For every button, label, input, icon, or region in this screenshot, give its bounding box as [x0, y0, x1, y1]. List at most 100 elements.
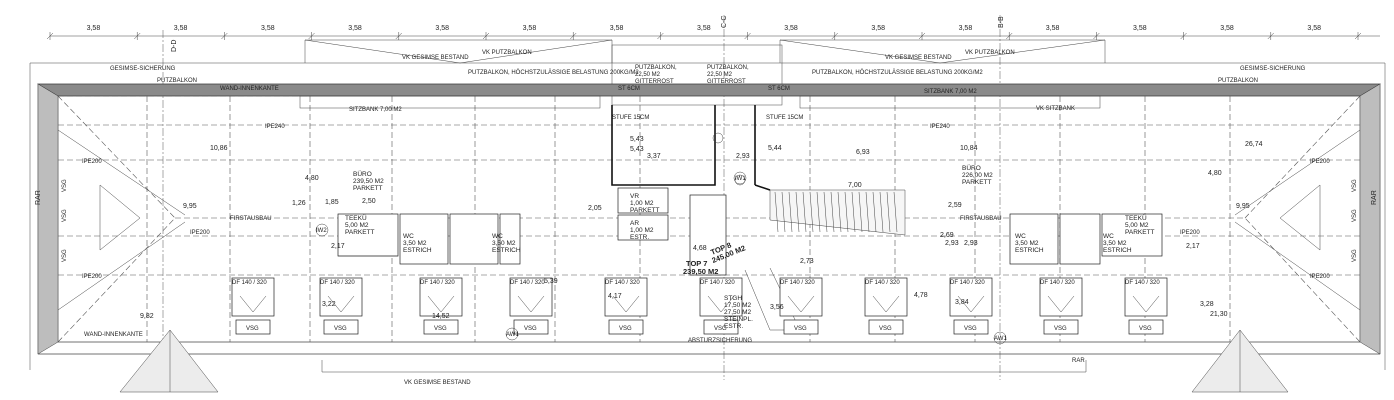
- df-label: DF 140 / 320: [1040, 280, 1075, 286]
- vsg-label: VSG: [334, 326, 347, 332]
- dimension-value: 5,43: [630, 136, 644, 143]
- wand-innenkante-bottom: WAND-INNENKANTE: [84, 332, 143, 338]
- vsg-side-labels: VSG VSG VSG VSG VSG VSG: [62, 179, 1358, 262]
- svg-text:VSG: VSG: [62, 249, 68, 262]
- central-core: [611, 105, 906, 331]
- svg-text:STEINPL.: STEINPL.: [724, 316, 753, 323]
- vsg-label: VSG: [619, 326, 632, 332]
- df-label: DF 140 / 320: [232, 280, 267, 286]
- top-dim-14: 3,58: [1307, 25, 1321, 32]
- room-wc-1: WC 3,50 M2 ESTRICH: [403, 233, 432, 254]
- df-label: DF 140 / 320: [420, 280, 455, 286]
- dimension-value: 5,43: [630, 146, 644, 153]
- svg-text:PARKETT: PARKETT: [962, 179, 992, 186]
- svg-text:239,50 M2: 239,50 M2: [353, 178, 384, 185]
- vsg-label: VSG: [1139, 326, 1152, 332]
- svg-text:FIRSTAUSBAU: FIRSTAUSBAU: [960, 216, 1002, 222]
- svg-text:IPE200: IPE200: [1180, 230, 1200, 236]
- vk-gesimse-bestand-bottom: VK GESIMSE BESTAND: [404, 380, 471, 386]
- top-dim-1: 3,58: [174, 25, 188, 32]
- svg-text:PUTZBALKON,: PUTZBALKON,: [635, 65, 677, 71]
- rar-right: RAR: [1371, 190, 1378, 205]
- putzbalkon-load-right: PUTZBALKON, HÖCHSTZULÄSSIGE BELASTUNG 20…: [812, 69, 983, 76]
- putzbalkon-label-right: PUTZBALKON: [1218, 78, 1258, 84]
- room-buero-right: BÜRO 226,00 M2 PARKETT: [962, 164, 993, 186]
- vsg-label: VSG: [1054, 326, 1067, 332]
- room-wc-2: WC 3,50 M2 ESTRICH: [492, 233, 521, 254]
- dimension-value: 7,00: [848, 182, 862, 189]
- balcony-right: PUTZBALKON, 22,50 M2 GITTERROST: [707, 65, 749, 85]
- svg-text:WC: WC: [403, 233, 414, 240]
- df-label: DF 140 / 320: [780, 280, 815, 286]
- st-cm-left: ST 6CM: [618, 86, 640, 92]
- svg-text:IPE200: IPE200: [190, 230, 210, 236]
- wet-core-left: [337, 213, 521, 265]
- svg-text:239,50 M2: 239,50 M2: [683, 267, 718, 276]
- st-cm-right: ST 6CM: [768, 86, 790, 92]
- room-top7: TOP 7 239,50 M2: [683, 259, 718, 276]
- svg-text:27,50 M2: 27,50 M2: [724, 309, 751, 316]
- df-label: DF 140 / 320: [510, 280, 545, 286]
- beams: IPE200 IPE200 IPE200 IPE200 IPE200 IPE20…: [58, 124, 1360, 280]
- vsg-label: VSG: [524, 326, 537, 332]
- dimension-value: 9,82: [140, 313, 154, 320]
- dimension-value: 4,68: [693, 245, 707, 252]
- svg-text:TEEKÜ: TEEKÜ: [1125, 214, 1147, 222]
- svg-text:IW2: IW2: [316, 228, 327, 234]
- svg-text:1,00 M2: 1,00 M2: [630, 200, 654, 207]
- top-dim-11: 3,58: [1046, 25, 1060, 32]
- dimension-value: 3,56: [770, 304, 784, 311]
- svg-text:PUTZBALKON,: PUTZBALKON,: [707, 65, 749, 71]
- svg-text:PARKETT: PARKETT: [630, 207, 660, 214]
- dimension-value: 2,93: [964, 240, 978, 247]
- top-dim-7: 3,58: [697, 25, 711, 32]
- svg-text:TEEKÜ: TEEKÜ: [345, 214, 367, 222]
- vsg-label: VSG: [879, 326, 892, 332]
- putzbalkon-label-left: PUTZBALKON: [157, 78, 197, 84]
- vsg-label: VSG: [434, 326, 447, 332]
- dimension-value: 3,22: [322, 301, 336, 308]
- svg-text:TOP 7: TOP 7: [686, 259, 707, 268]
- vsg-label: VSG: [794, 326, 807, 332]
- svg-text:3,50 M2: 3,50 M2: [403, 240, 427, 247]
- vsg-label: VSG: [246, 326, 259, 332]
- svg-text:AR: AR: [630, 220, 639, 227]
- svg-text:IPE200: IPE200: [82, 159, 102, 165]
- top-dim-5: 3,58: [523, 25, 537, 32]
- dimension-value: 4,80: [305, 175, 319, 182]
- section-mark-cc: C-C: [721, 16, 728, 28]
- vk-gesimse-bestand-right: VK GESIMSE BESTAND: [885, 55, 952, 61]
- dimension-value: 2,93: [945, 240, 959, 247]
- svg-text:ESTR.: ESTR.: [630, 234, 649, 241]
- svg-text:ESTRICH: ESTRICH: [403, 247, 432, 254]
- svg-text:WC: WC: [492, 233, 503, 240]
- svg-text:ESTRICH: ESTRICH: [1015, 247, 1044, 254]
- svg-text:PARKETT: PARKETT: [353, 185, 383, 192]
- putzbalkon-load-left: PUTZBALKON, HÖCHSTZULÄSSIGE BELASTUNG 20…: [468, 69, 639, 76]
- dimension-value: 2,73: [800, 258, 814, 265]
- wand-innenkante-top: WAND-INNENKANTE: [220, 86, 279, 92]
- sitzbank-left: SITZBANK 7,00 M2: [349, 107, 402, 113]
- dimension-value: 4,80: [1208, 170, 1222, 177]
- svg-text:22,50 M2: 22,50 M2: [635, 72, 661, 78]
- svg-text:WC: WC: [1103, 233, 1114, 240]
- top-dim-10: 3,58: [959, 25, 973, 32]
- svg-text:VSG: VSG: [1352, 249, 1358, 262]
- svg-text:17,50 M2: 17,50 M2: [724, 302, 751, 309]
- svg-text:3,50 M2: 3,50 M2: [492, 240, 516, 247]
- dimension-value: 21,30: [1210, 311, 1228, 318]
- gesimse-sicherung-left: GESIMSE-SICHERUNG: [110, 66, 176, 72]
- dimension-value: 14,52: [432, 313, 450, 320]
- sitzbank-right: SITZBANK 7,00 M2: [924, 89, 977, 95]
- dimension-value: 10,86: [210, 145, 228, 152]
- vk-putzbalkon-left: VK PUTZBALKON: [482, 50, 532, 56]
- top-dim-13: 3,58: [1220, 25, 1234, 32]
- dimension-value: 5,44: [768, 145, 782, 152]
- top-dim-3: 3,58: [348, 25, 362, 32]
- dimension-value: 4,17: [608, 293, 622, 300]
- df-label: DF 140 / 320: [605, 280, 640, 286]
- svg-text:IPE200: IPE200: [82, 274, 102, 280]
- dimension-value: 6,93: [856, 149, 870, 156]
- dimension-value: 9,95: [1236, 203, 1250, 210]
- df-label: DF 140 / 320: [865, 280, 900, 286]
